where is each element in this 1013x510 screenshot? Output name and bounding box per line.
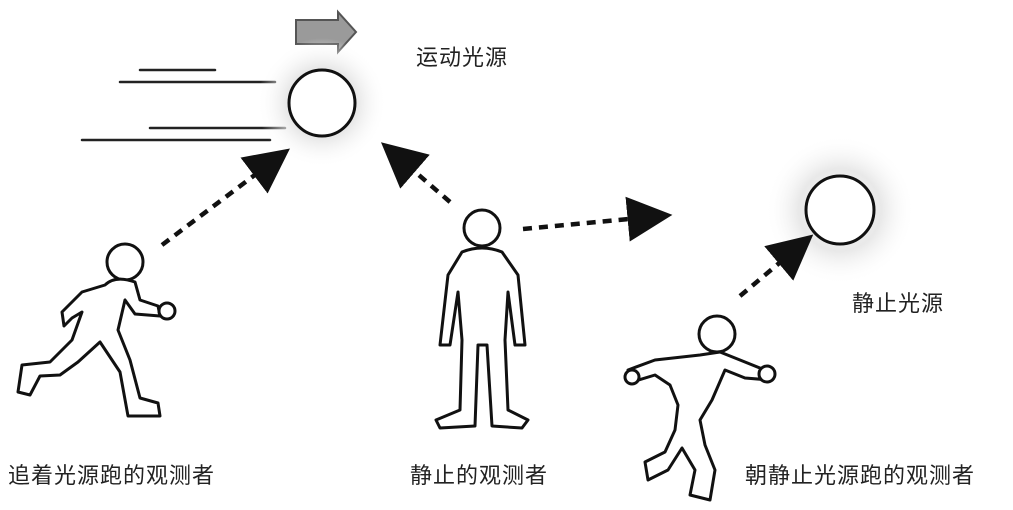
label-moving-source: 运动光源 (416, 46, 509, 71)
label-observer-toward: 朝静止光源跑的观测者 (745, 464, 976, 489)
label-observer-static: 静止的观测者 (410, 464, 549, 489)
observer-chasing-figure (16, 242, 177, 418)
observer-static-figure (434, 208, 530, 430)
arrow-static-to-moving-source (380, 142, 452, 204)
label-static-source: 静止光源 (852, 292, 945, 317)
arrow-static-to-right (522, 196, 673, 242)
arrow-toward-to-static-source (738, 234, 814, 298)
moving-light-source (257, 38, 387, 168)
arrow-chasing-to-moving-source (160, 148, 290, 247)
speed-lines (80, 68, 287, 142)
label-observer-chasing: 追着光源跑的观测者 (8, 464, 216, 489)
static-light-source (765, 135, 915, 285)
observer-toward-figure (623, 314, 777, 502)
